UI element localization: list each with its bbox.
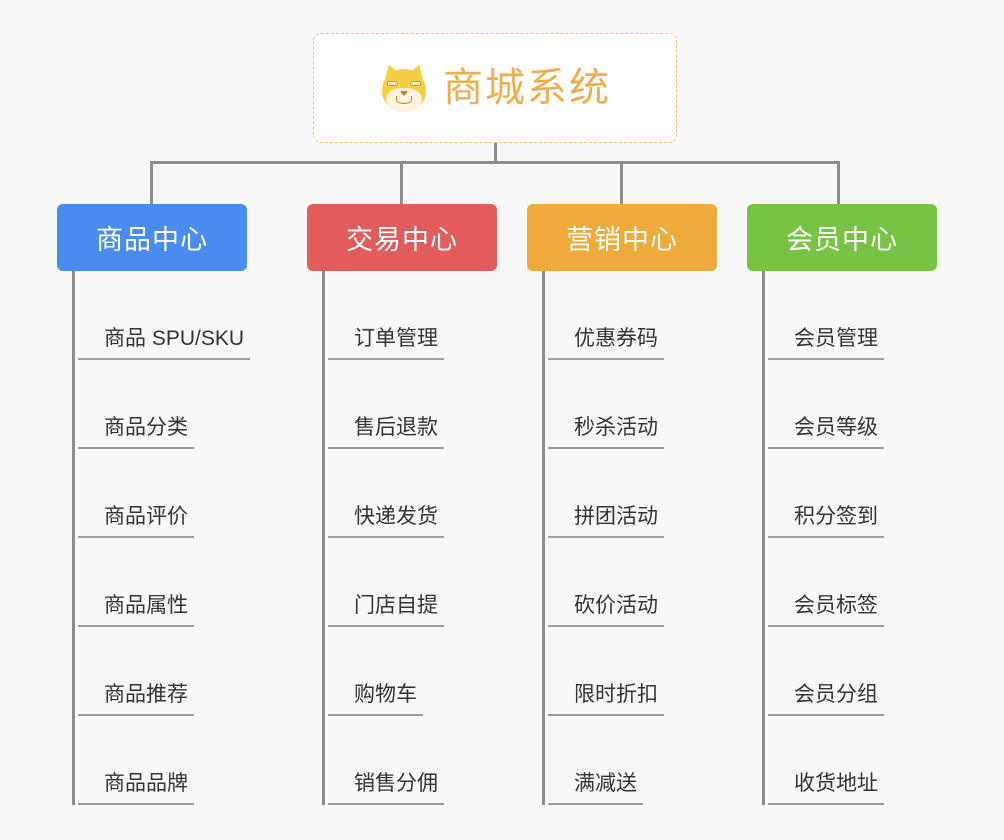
leaf-item-label: 会员分组 xyxy=(768,684,884,716)
leaf-item-label: 售后退款 xyxy=(328,417,444,449)
leaf-item[interactable]: 限时折扣 xyxy=(542,627,717,716)
category-header-product-center[interactable]: 商品中心 xyxy=(57,204,247,271)
leaf-item-label: 会员管理 xyxy=(768,328,884,360)
connector-spine-product-center xyxy=(72,271,75,805)
leaf-item-label: 会员等级 xyxy=(768,417,884,449)
leaf-item-label: 商品属性 xyxy=(78,595,194,627)
leaf-item[interactable]: 商品分类 xyxy=(72,360,247,449)
leaf-item[interactable]: 门店自提 xyxy=(322,538,497,627)
leaf-item-label: 商品推荐 xyxy=(78,684,194,716)
leaf-item[interactable]: 满减送 xyxy=(542,716,717,805)
leaf-item[interactable]: 收货地址 xyxy=(762,716,937,805)
leaf-item[interactable]: 积分签到 xyxy=(762,449,937,538)
leaf-item-label: 满减送 xyxy=(548,773,643,805)
leaf-item-label: 拼团活动 xyxy=(548,506,664,538)
leaf-item-label: 订单管理 xyxy=(328,328,444,360)
leaf-item-label: 商品品牌 xyxy=(78,773,194,805)
branch-column-1: 交易中心订单管理售后退款快递发货门店自提购物车销售分佣 xyxy=(307,204,497,805)
leaf-item-label: 会员标签 xyxy=(768,595,884,627)
connector-drop-3 xyxy=(620,161,623,205)
leaf-item-label: 购物车 xyxy=(328,684,423,716)
leaf-item-label: 门店自提 xyxy=(328,595,444,627)
connector-drop-4 xyxy=(837,161,840,205)
leaf-item[interactable]: 商品 SPU/SKU xyxy=(72,271,251,360)
leaf-item-label: 商品 SPU/SKU xyxy=(78,328,251,360)
connector-root-stem xyxy=(494,143,497,164)
leaf-item[interactable]: 会员标签 xyxy=(762,538,937,627)
leaf-item[interactable]: 商品属性 xyxy=(72,538,247,627)
leaf-item[interactable]: 商品品牌 xyxy=(72,716,247,805)
leaf-item-label: 商品评价 xyxy=(78,506,194,538)
leaf-list-marketing-center: 优惠券码秒杀活动拼团活动砍价活动限时折扣满减送 xyxy=(542,271,717,805)
leaf-item[interactable]: 快递发货 xyxy=(322,449,497,538)
connector-drop-1 xyxy=(150,161,153,205)
leaf-item-label: 销售分佣 xyxy=(328,773,444,805)
leaf-item-label: 秒杀活动 xyxy=(548,417,664,449)
leaf-item[interactable]: 会员等级 xyxy=(762,360,937,449)
leaf-item[interactable]: 会员分组 xyxy=(762,627,937,716)
leaf-list-trade-center: 订单管理售后退款快递发货门店自提购物车销售分佣 xyxy=(322,271,497,805)
leaf-item-label: 砍价活动 xyxy=(548,595,664,627)
connector-drop-2 xyxy=(400,161,403,205)
root-node[interactable]: 商城系统 xyxy=(313,33,677,143)
shiba-dog-icon xyxy=(379,61,429,113)
connector-spine-marketing-center xyxy=(542,271,545,805)
leaf-item[interactable]: 商品推荐 xyxy=(72,627,247,716)
leaf-list-product-center: 商品 SPU/SKU 商品分类商品评价商品属性商品推荐商品品牌 xyxy=(72,271,251,805)
leaf-item-label: 限时折扣 xyxy=(548,684,664,716)
connector-horizontal-bus xyxy=(150,161,840,164)
leaf-item-label: 收货地址 xyxy=(768,773,884,805)
leaf-item-label: 快递发货 xyxy=(328,506,444,538)
leaf-list-member-center: 会员管理会员等级积分签到会员标签会员分组收货地址 xyxy=(762,271,937,805)
leaf-item[interactable]: 购物车 xyxy=(322,627,497,716)
branch-column-0: 商品中心商品 SPU/SKU 商品分类商品评价商品属性商品推荐商品品牌 xyxy=(57,204,251,805)
leaf-item-label: 商品分类 xyxy=(78,417,194,449)
branch-column-3: 会员中心会员管理会员等级积分签到会员标签会员分组收货地址 xyxy=(747,204,937,805)
connector-spine-member-center xyxy=(762,271,765,805)
leaf-item[interactable]: 售后退款 xyxy=(322,360,497,449)
leaf-item-label: 优惠券码 xyxy=(548,328,664,360)
leaf-item[interactable]: 拼团活动 xyxy=(542,449,717,538)
leaf-item[interactable]: 销售分佣 xyxy=(322,716,497,805)
category-header-trade-center[interactable]: 交易中心 xyxy=(307,204,497,271)
root-title: 商城系统 xyxy=(443,66,611,110)
category-header-member-center[interactable]: 会员中心 xyxy=(747,204,937,271)
leaf-item[interactable]: 砍价活动 xyxy=(542,538,717,627)
leaf-item[interactable]: 秒杀活动 xyxy=(542,360,717,449)
leaf-item[interactable]: 优惠券码 xyxy=(542,271,717,360)
leaf-item[interactable]: 订单管理 xyxy=(322,271,497,360)
leaf-item[interactable]: 商品评价 xyxy=(72,449,247,538)
leaf-item-label: 积分签到 xyxy=(768,506,884,538)
leaf-item[interactable]: 会员管理 xyxy=(762,271,937,360)
category-header-marketing-center[interactable]: 营销中心 xyxy=(527,204,717,271)
branch-column-2: 营销中心优惠券码秒杀活动拼团活动砍价活动限时折扣满减送 xyxy=(527,204,717,805)
connector-spine-trade-center xyxy=(322,271,325,805)
